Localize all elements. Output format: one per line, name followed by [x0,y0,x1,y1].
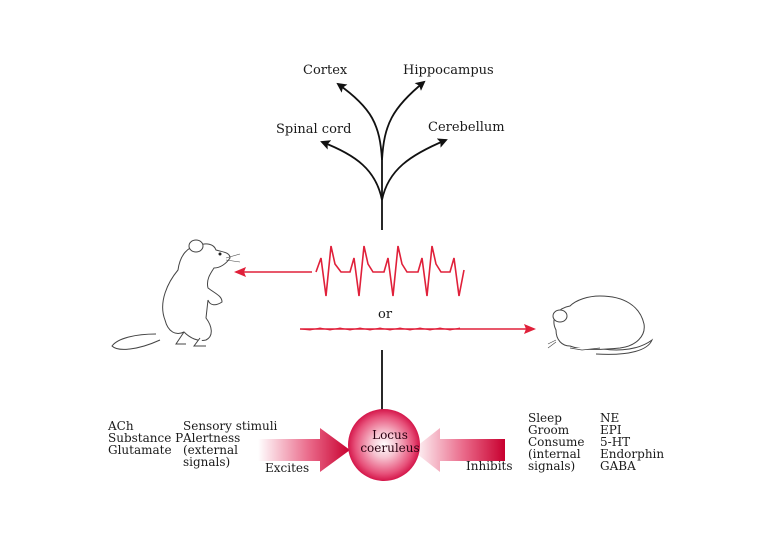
list-item: NE [600,411,620,425]
list-item: EPI [600,423,622,437]
label-spinal-cord: Spinal cord [276,122,352,137]
list-item: (external [183,443,238,457]
list-item: Alertness [183,431,241,445]
locus-line-2: coeruleus [360,441,420,455]
list-item: Consume [528,435,585,449]
list-item: Sensory stimuli [183,419,278,433]
external-signals-list: Sensory stimuli Alertness (external sign… [183,420,277,468]
list-item: Sleep [528,411,562,425]
list-item: ACh [108,419,134,433]
inhibits-arrow [412,428,505,472]
excitatory-transmitters-list: ACh Substance P Glutamate [108,420,183,456]
list-item: signals) [183,455,231,469]
branch-to-cerebellum [381,138,448,201]
quiet-trace-noise [299,327,461,331]
list-item: GABA [600,459,636,473]
branch-to-cortex [336,82,383,161]
sleeping-rat-drawing [547,295,654,355]
list-item: 5-HT [600,435,631,449]
label-inhibits: Inhibits [466,459,513,473]
locus-coeruleus-circle [348,409,420,481]
list-item: Groom [528,423,570,437]
list-item: Glutamate [108,443,172,457]
label-or: or [378,307,393,322]
locus-line-1: Locus [372,428,408,442]
list-item: signals) [528,459,576,473]
internal-signals-list: Sleep Groom Consume (internal signals) [528,412,585,472]
locus-coeruleus-label: Locus coeruleus [350,429,430,455]
label-hippocampus: Hippocampus [403,63,494,78]
label-excites: Excites [265,461,310,475]
list-item: Endorphin [600,447,665,461]
firing-trace-burst [315,245,465,297]
excites-arrow [258,428,350,472]
label-cortex: Cortex [303,63,348,78]
inhibitory-transmitters-list: NE EPI 5-HT Endorphin GABA [600,412,664,472]
list-item: (internal [528,447,581,461]
alert-rat-drawing [111,239,241,350]
branch-to-hippocampus [381,80,426,161]
branch-to-spinal-cord [320,140,383,201]
projection-tree [320,80,448,230]
label-cerebellum: Cerebellum [428,120,505,135]
list-item: Substance P [108,431,184,445]
